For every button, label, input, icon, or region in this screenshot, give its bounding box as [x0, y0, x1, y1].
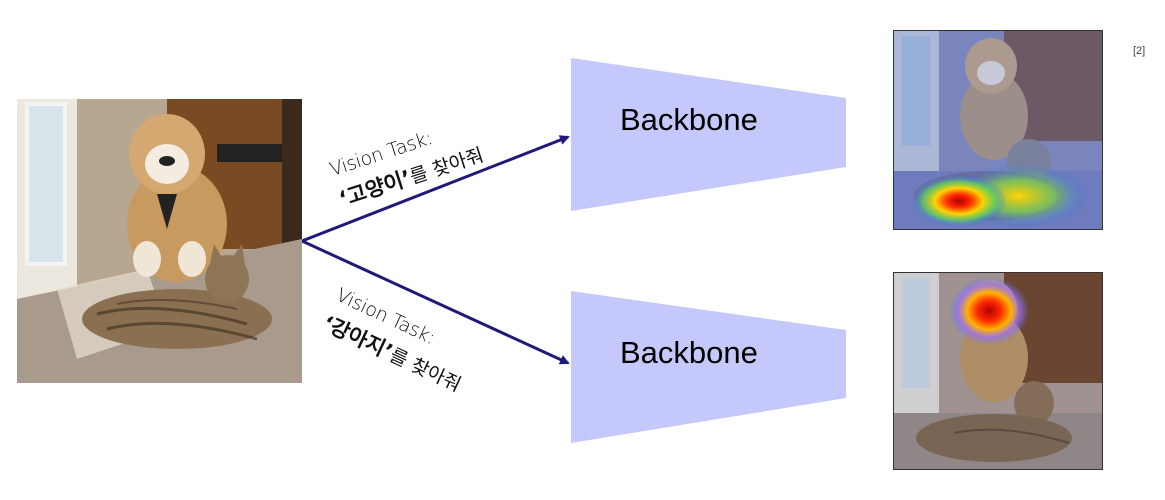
output-image-cat-heatmap [893, 30, 1103, 230]
backbone-shape-top [571, 58, 846, 211]
backbone-shape-bottom [571, 291, 846, 443]
backbone-label-bottom: Backbone [620, 335, 758, 370]
output-image-dog-heatmap [893, 272, 1103, 470]
input-image [17, 99, 302, 383]
arrow-to-top-backbone [301, 135, 570, 243]
citation-marker: [2] [1133, 45, 1146, 57]
cat-head [205, 255, 249, 303]
backbone-label-top: Backbone [620, 102, 758, 137]
arrow-to-bottom-backbone [301, 239, 570, 365]
cat-body [82, 289, 272, 349]
